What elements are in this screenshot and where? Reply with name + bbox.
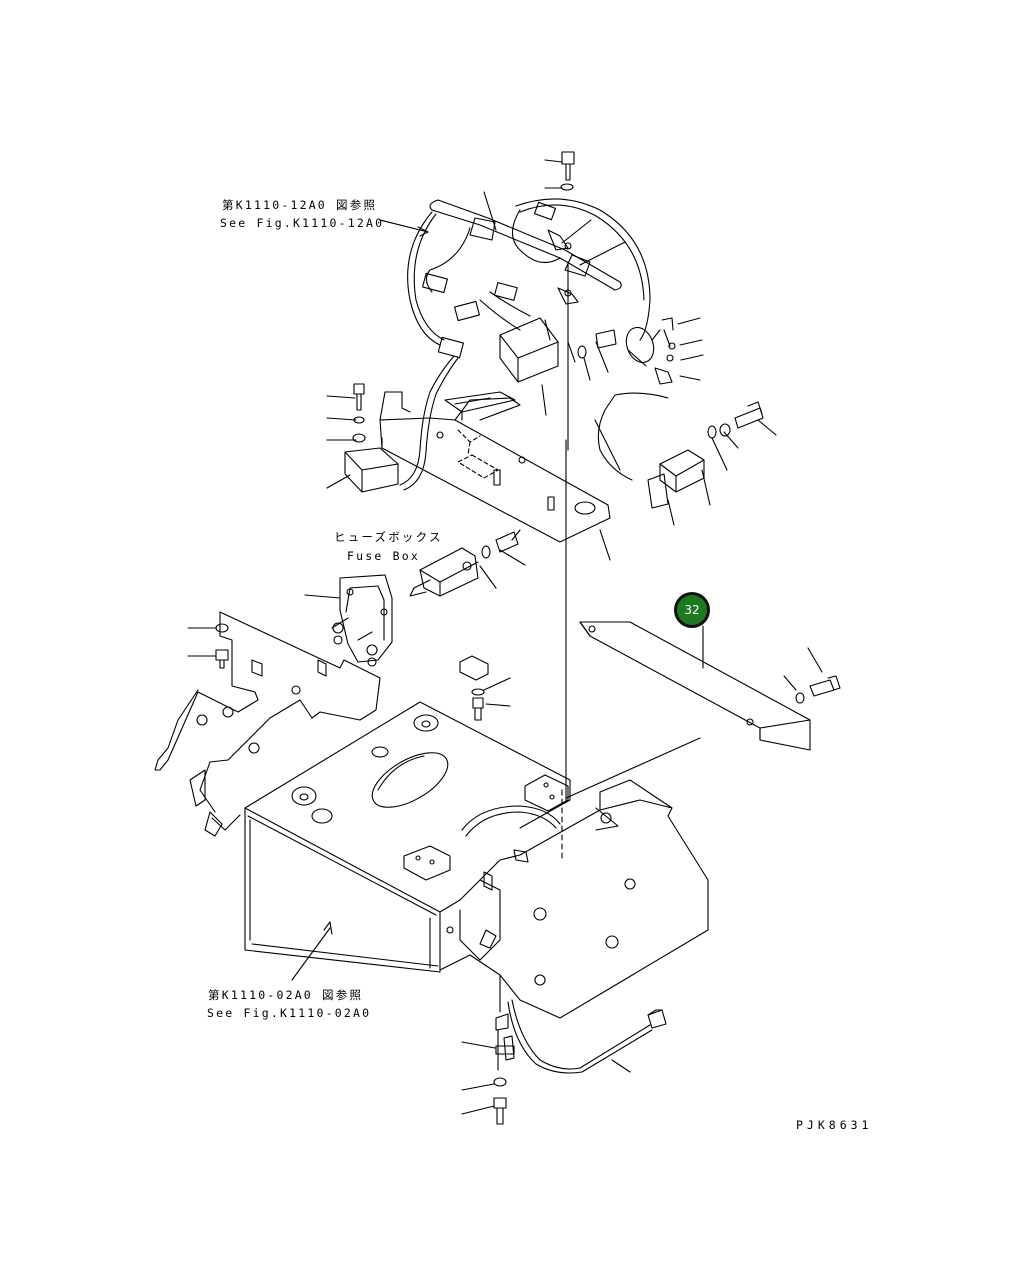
lower-frame-assembly <box>154 611 709 1019</box>
upper-leader-lines <box>326 159 777 561</box>
left-frame-bolts <box>187 623 229 669</box>
fuse-box-group <box>304 529 526 667</box>
reference-label-bottom-jp: 第K1110-02A0 図参照 <box>208 988 364 1002</box>
lower-sensor-wire <box>461 975 667 1125</box>
bar-part-32 <box>565 621 841 799</box>
assembly-guide-line <box>565 261 569 801</box>
reference-label-top-jp: 第K1110-12A0 図参照 <box>222 198 378 212</box>
reference-label-bottom-en: See Fig.K1110-02A0 <box>207 1006 372 1020</box>
upper-right-connector <box>597 317 764 509</box>
part-callout-32[interactable]: 32 <box>674 592 710 628</box>
drawing-code: PJK8631 <box>796 1118 873 1132</box>
upper-wire-harness <box>399 198 661 491</box>
reference-label-top-en: See Fig.K1110-12A0 <box>220 216 385 230</box>
lower-reference-arrow <box>291 921 333 981</box>
fuse-box-label-jp: ヒューズボックス <box>334 530 443 544</box>
upper-mounting-plate <box>344 391 611 543</box>
center-bolts <box>459 655 511 721</box>
left-upper-bolts <box>352 329 617 443</box>
top-bolt <box>560 151 575 297</box>
fuse-box-label-en: Fuse Box <box>347 549 420 563</box>
